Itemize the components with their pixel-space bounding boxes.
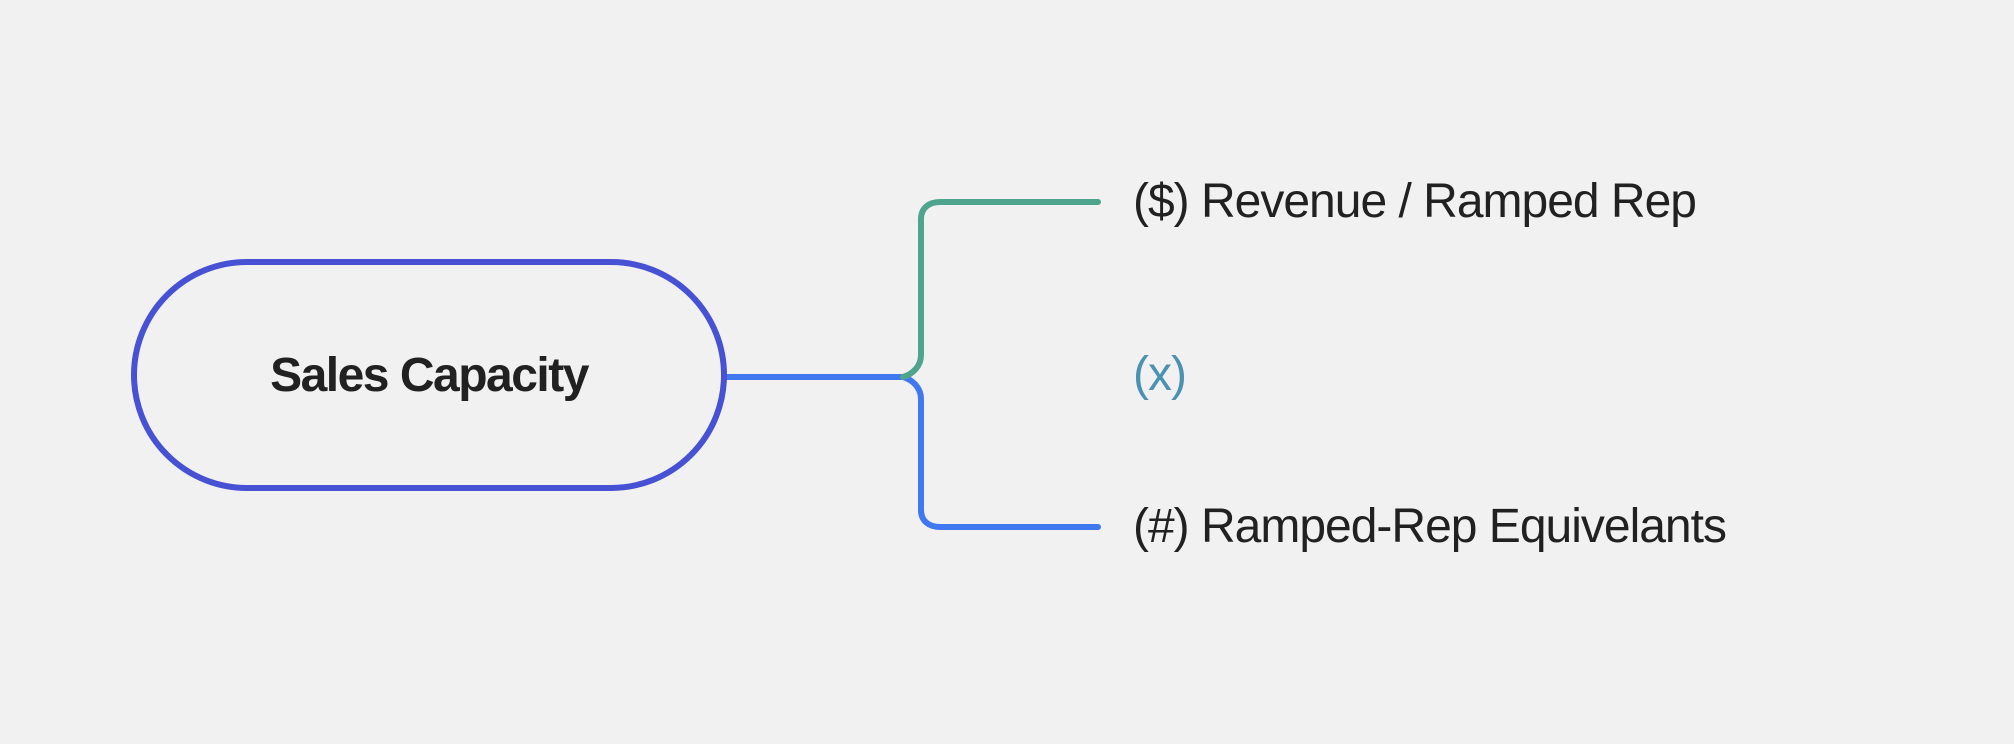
- node-sales-capacity[interactable]: Sales Capacity: [131, 259, 727, 491]
- node-multiply-operator[interactable]: (x): [1133, 348, 1187, 401]
- node-revenue-per-ramped-rep[interactable]: ($) Revenue / Ramped Rep: [1133, 175, 1697, 228]
- connector-to-revenue-per-ramped-rep-line: [900, 199, 1101, 380]
- node-ramped-rep-equivalents[interactable]: (#) Ramped-Rep Equivelants: [1133, 500, 1727, 553]
- node-sales-capacity-label: Sales Capacity: [270, 348, 589, 402]
- connector-to-ramped-rep-equivalents-line: [724, 374, 1101, 530]
